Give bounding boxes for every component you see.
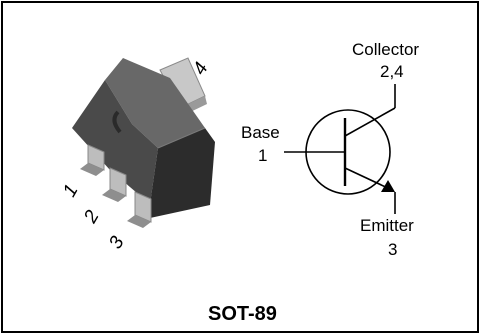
package-front-face [150, 128, 215, 218]
package-top-face [105, 58, 205, 148]
collector-pins: 2,4 [380, 62, 404, 81]
package-edge [157, 127, 206, 149]
mold-mark [112, 110, 122, 134]
package-left-face [72, 80, 158, 204]
base-label: Base [241, 123, 280, 142]
pin-3-lead-shade [127, 215, 151, 228]
emitter-pin: 3 [388, 240, 398, 259]
package-name: SOT-89 [208, 303, 277, 325]
pin-2-lead-shade [102, 189, 126, 202]
collector-line [344, 107, 396, 137]
base-pin: 1 [258, 146, 268, 165]
pin-1-lead-shade [80, 163, 104, 176]
package-illustration [72, 57, 215, 228]
emitter-label: Emitter [360, 216, 414, 235]
emitter-arrow [381, 180, 395, 192]
collector-label: Collector [352, 40, 420, 59]
emitter-line [344, 167, 393, 191]
npn-transistor-symbol [284, 84, 396, 214]
